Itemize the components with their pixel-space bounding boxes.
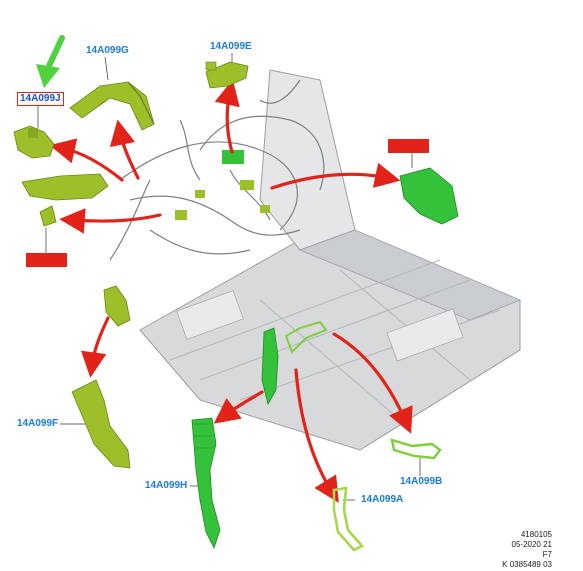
callout-redacted-right: 14A099 <box>388 139 430 153</box>
harness-section-hidden-left <box>21 173 109 227</box>
callout-redacted-left: 14A099 <box>26 253 68 267</box>
harness-section-h <box>191 417 221 550</box>
central-wiring-harness <box>109 79 325 261</box>
callout-14a099j-highlighted: 14A099J <box>17 92 64 106</box>
reference-line-1: 4180105 <box>520 530 552 539</box>
harness-section-hidden-right <box>399 167 459 225</box>
harness-connectors <box>175 150 270 220</box>
reference-line-2: 05-2020 21 <box>511 540 552 549</box>
callout-14a099b: 14A099B <box>400 476 443 487</box>
callout-14a099h: 14A099H <box>145 480 188 491</box>
harness-section-f <box>71 285 131 469</box>
callout-14a099e: 14A099E <box>210 41 252 52</box>
reference-code-block: 4180105 05-2020 21 F7 K 0385489 03 <box>502 530 552 570</box>
reference-line-3: F7 <box>542 550 552 559</box>
harness-section-j <box>13 125 55 159</box>
vehicle-floor-pan <box>139 69 522 451</box>
harness-section-e <box>205 61 249 89</box>
reference-line-4: K 0385489 03 <box>502 560 552 569</box>
green-indicator-arrow <box>36 35 65 88</box>
harness-section-g <box>69 81 155 131</box>
callout-14a099g: 14A099G <box>86 45 129 56</box>
harness-section-center-green <box>261 320 328 406</box>
callout-14a099f: 14A099F <box>17 418 59 429</box>
harness-section-a <box>332 486 365 552</box>
direction-arrows <box>49 79 413 503</box>
harness-section-b <box>390 438 442 460</box>
callout-14a099a: 14A099A <box>361 494 404 505</box>
